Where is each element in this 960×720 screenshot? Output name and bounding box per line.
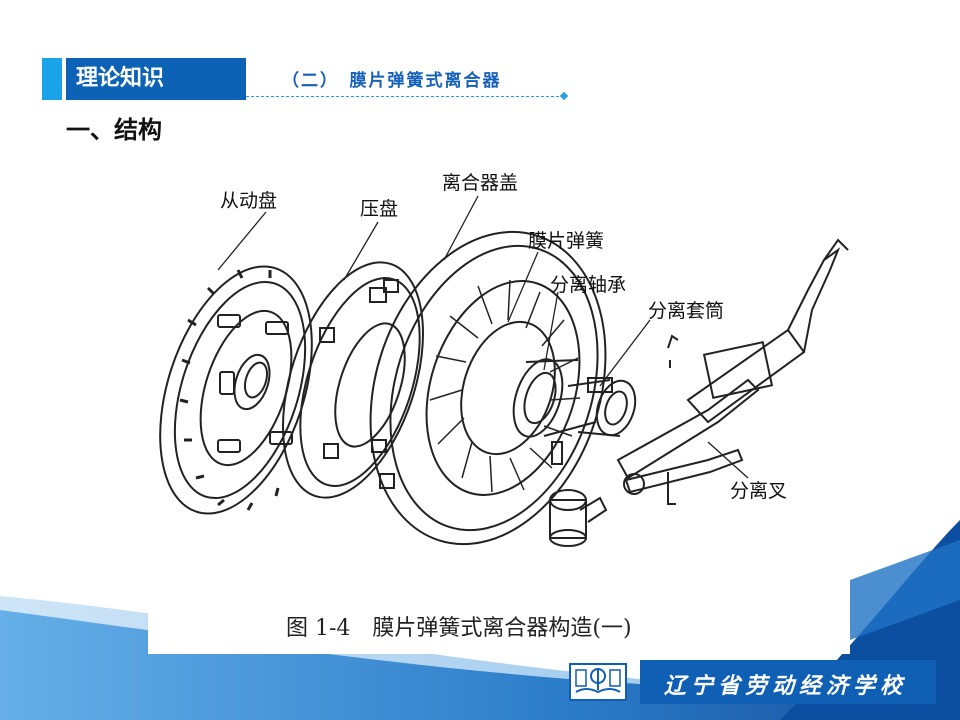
header-divider <box>246 96 564 97</box>
label-pressure-plate: 压盘 <box>360 198 399 220</box>
release-bearing-drawing <box>512 358 597 438</box>
label-driven-disc: 从动盘 <box>220 190 278 212</box>
pivot-stud-drawing <box>549 441 608 547</box>
label-release-bearing: 分离轴承 <box>550 274 627 296</box>
header-accent-bar <box>42 58 62 100</box>
label-release-fork: 分离叉 <box>730 480 788 502</box>
figure-caption: 图 1-4 膜片弹簧式离合器构造(一) <box>286 616 632 641</box>
label-clutch-cover: 离合器盖 <box>442 172 519 194</box>
label-release-sleeve: 分离套筒 <box>648 300 725 322</box>
footer-school-name: 辽宁省劳动经济学校 <box>664 673 908 699</box>
header-title: 理论知识 <box>76 66 165 91</box>
header-title-box <box>66 58 246 100</box>
leader-lines <box>217 195 749 479</box>
driven-disc-drawing <box>159 265 313 515</box>
clutch-drawing <box>159 195 849 547</box>
section-title: 一、结构 <box>66 116 162 144</box>
clutch-cover-drawing <box>369 230 607 546</box>
release-fork-drawing <box>616 238 849 505</box>
school-logo-icon <box>569 663 627 701</box>
pressure-plate-drawing <box>282 261 424 499</box>
footer-school-box <box>640 660 936 704</box>
clutch-figure: 从动盘 压盘 离合器盖 膜片弹簧 分离轴承 分离套筒 分离叉 图 1-4 膜片弹… <box>148 160 850 654</box>
header-subtitle: （二） 膜片弹簧式离合器 <box>282 71 502 91</box>
label-diaphragm-spring: 膜片弹簧 <box>528 230 605 252</box>
release-sleeve-drawing <box>567 377 637 437</box>
